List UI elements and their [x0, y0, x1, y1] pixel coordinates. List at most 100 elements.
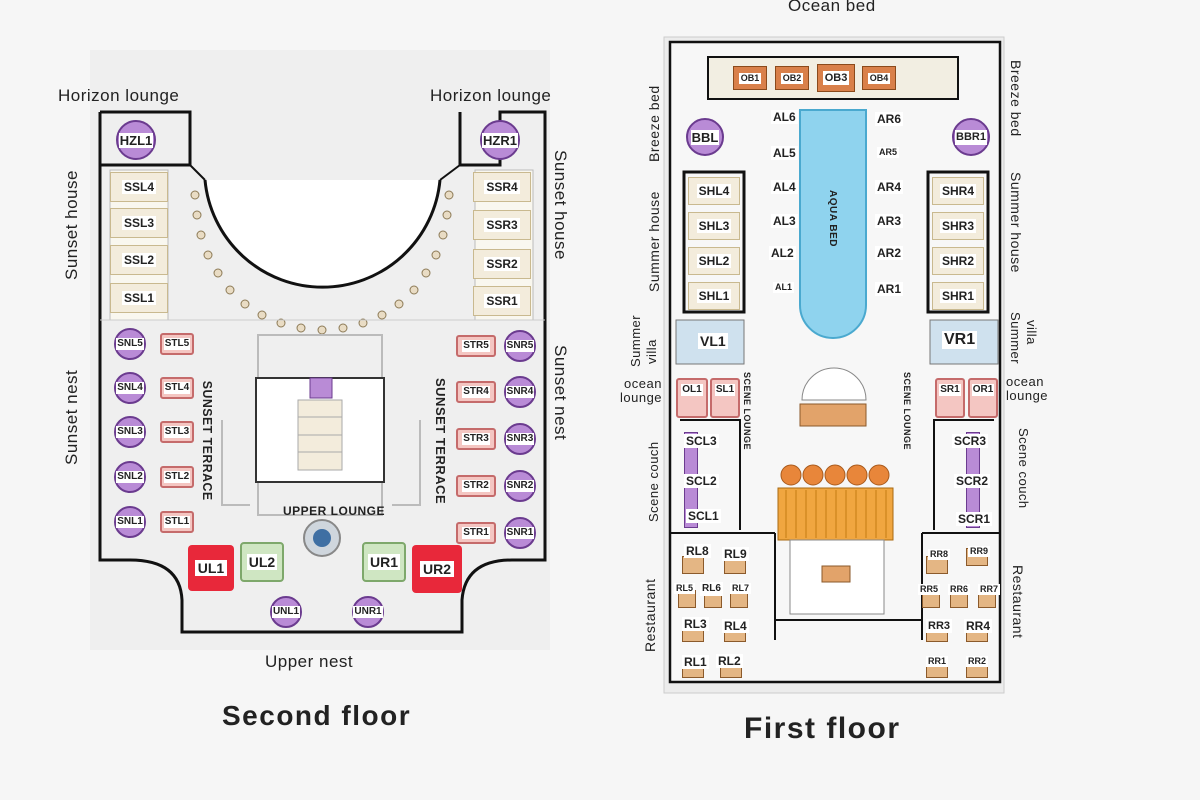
zone-aqua-bed: AQUA BED: [827, 190, 838, 247]
seat-unl1[interactable]: UNL1: [270, 596, 302, 628]
seat-snr4[interactable]: SNR4: [504, 376, 536, 408]
seat-rr7[interactable]: RR7: [978, 584, 1001, 595]
seat-stl3[interactable]: STL3: [160, 421, 194, 443]
seat-ssl3[interactable]: SSL3: [110, 208, 168, 238]
seat-ar5[interactable]: AR5: [877, 147, 900, 158]
seat-rr5[interactable]: RR5: [918, 584, 941, 595]
seat-str1[interactable]: STR1: [456, 522, 496, 544]
seat-rl7[interactable]: RL7: [730, 583, 752, 594]
zone-breeze-bed-left: Breeze bed: [646, 85, 662, 162]
seat-ob1[interactable]: OB1: [733, 66, 767, 90]
seat-ob4[interactable]: OB4: [862, 66, 896, 90]
seat-vr1[interactable]: VR1: [942, 331, 978, 349]
seat-hzl1[interactable]: HZL1: [116, 120, 156, 160]
seat-scl2[interactable]: SCL2: [684, 474, 719, 488]
zone-ocean-lounge-right-1: ocean: [1006, 374, 1044, 389]
seat-snl3[interactable]: SNL3: [114, 416, 146, 448]
seat-shl2[interactable]: SHL2: [688, 247, 740, 275]
seat-stl2[interactable]: STL2: [160, 466, 194, 488]
seat-al5[interactable]: AL5: [771, 146, 798, 160]
seat-bbl[interactable]: BBL: [686, 118, 724, 156]
seat-rr3[interactable]: RR3: [926, 619, 953, 633]
zone-upper-lounge: UPPER LOUNGE: [283, 504, 386, 518]
seat-shr4[interactable]: SHR4: [932, 177, 984, 205]
seat-ar1[interactable]: AR1: [875, 282, 904, 296]
seat-str4[interactable]: STR4: [456, 381, 496, 403]
seat-sr1[interactable]: SR1: [935, 378, 965, 418]
seat-shr2[interactable]: SHR2: [932, 247, 984, 275]
seat-ul2[interactable]: UL2: [240, 542, 284, 582]
seat-ur1[interactable]: UR1: [362, 542, 406, 582]
seat-ar6[interactable]: AR6: [875, 112, 904, 126]
seat-snr5[interactable]: SNR5: [504, 330, 536, 362]
seat-rl4[interactable]: RL4: [722, 619, 749, 633]
seat-al3[interactable]: AL3: [771, 214, 798, 228]
seat-snl1[interactable]: SNL1: [114, 506, 146, 538]
zone-sunset-house-right: Sunset house: [551, 150, 570, 260]
seat-sl1[interactable]: SL1: [710, 378, 740, 418]
seat-al6[interactable]: AL6: [771, 110, 798, 124]
seat-ssr4[interactable]: SSR4: [473, 172, 531, 202]
seat-str2[interactable]: STR2: [456, 475, 496, 497]
zone-summer-house-right: Summer house: [1008, 172, 1024, 273]
seat-rr9[interactable]: RR9: [968, 546, 991, 557]
seat-scr1[interactable]: SCR1: [956, 512, 993, 526]
seat-ssl4[interactable]: SSL4: [110, 172, 168, 202]
seat-rr6[interactable]: RR6: [948, 584, 971, 595]
seat-shl1[interactable]: SHL1: [688, 282, 740, 310]
seat-stl4[interactable]: STL4: [160, 377, 194, 399]
seat-snl2[interactable]: SNL2: [114, 461, 146, 493]
seat-ssl2[interactable]: SSL2: [110, 245, 168, 275]
seat-rl3[interactable]: RL3: [682, 617, 709, 631]
seat-stl1[interactable]: STL1: [160, 511, 194, 533]
seat-bbr1[interactable]: BBR1: [952, 118, 990, 156]
seat-rl2[interactable]: RL2: [716, 654, 743, 668]
seat-ob3[interactable]: OB3: [817, 64, 855, 92]
seat-snr1[interactable]: SNR1: [504, 517, 536, 549]
seat-snl4[interactable]: SNL4: [114, 372, 146, 404]
seat-rr4[interactable]: RR4: [964, 619, 993, 633]
seat-shr3[interactable]: SHR3: [932, 212, 984, 240]
seat-ol1[interactable]: OL1: [676, 378, 708, 418]
seat-rr2[interactable]: RR2: [966, 656, 989, 667]
seat-vl1[interactable]: VL1: [698, 333, 728, 349]
seat-scl1[interactable]: SCL1: [686, 509, 721, 523]
seat-ar3[interactable]: AR3: [875, 214, 904, 228]
seat-scr3[interactable]: SCR3: [952, 434, 989, 448]
seat-rl8[interactable]: RL8: [684, 544, 711, 558]
seat-rl5[interactable]: RL5: [674, 583, 696, 594]
seat-stl5[interactable]: STL5: [160, 333, 194, 355]
seat-shr1[interactable]: SHR1: [932, 282, 984, 310]
seat-al2[interactable]: AL2: [769, 246, 796, 260]
seat-rl9[interactable]: RL9: [722, 547, 749, 561]
seat-ul1[interactable]: UL1: [188, 545, 234, 591]
seat-ssr2[interactable]: SSR2: [473, 249, 531, 279]
seat-ssr1[interactable]: SSR1: [473, 286, 531, 316]
seat-hzr1[interactable]: HZR1: [480, 120, 520, 160]
seat-al4[interactable]: AL4: [771, 180, 798, 194]
seat-ur2[interactable]: UR2: [412, 545, 462, 593]
seat-shl4[interactable]: SHL4: [688, 177, 740, 205]
seat-scl3[interactable]: SCL3: [684, 434, 719, 448]
seat-or1[interactable]: OR1: [968, 378, 998, 418]
seat-rl1[interactable]: RL1: [682, 655, 709, 669]
seat-scr2[interactable]: SCR2: [954, 474, 991, 488]
zone-summer-villa-right-2: villa: [1024, 320, 1039, 345]
seat-str5[interactable]: STR5: [456, 335, 496, 357]
seat-rr8[interactable]: RR8: [928, 549, 951, 560]
seat-unr1[interactable]: UNR1: [352, 596, 384, 628]
seat-shl3[interactable]: SHL3: [688, 212, 740, 240]
seat-snr2[interactable]: SNR2: [504, 470, 536, 502]
seat-rr1[interactable]: RR1: [926, 656, 949, 667]
seat-snl5[interactable]: SNL5: [114, 328, 146, 360]
seat-ssr3[interactable]: SSR3: [473, 210, 531, 240]
seat-ar4[interactable]: AR4: [875, 180, 904, 194]
seat-rl6[interactable]: RL6: [700, 582, 723, 596]
seat-ssl1[interactable]: SSL1: [110, 283, 168, 313]
seat-ar2[interactable]: AR2: [875, 246, 904, 260]
seat-str3[interactable]: STR3: [456, 428, 496, 450]
zone-upper-nest: Upper nest: [265, 652, 354, 671]
seat-snr3[interactable]: SNR3: [504, 423, 536, 455]
seat-ob2[interactable]: OB2: [775, 66, 809, 90]
seat-al1[interactable]: AL1: [773, 282, 795, 293]
